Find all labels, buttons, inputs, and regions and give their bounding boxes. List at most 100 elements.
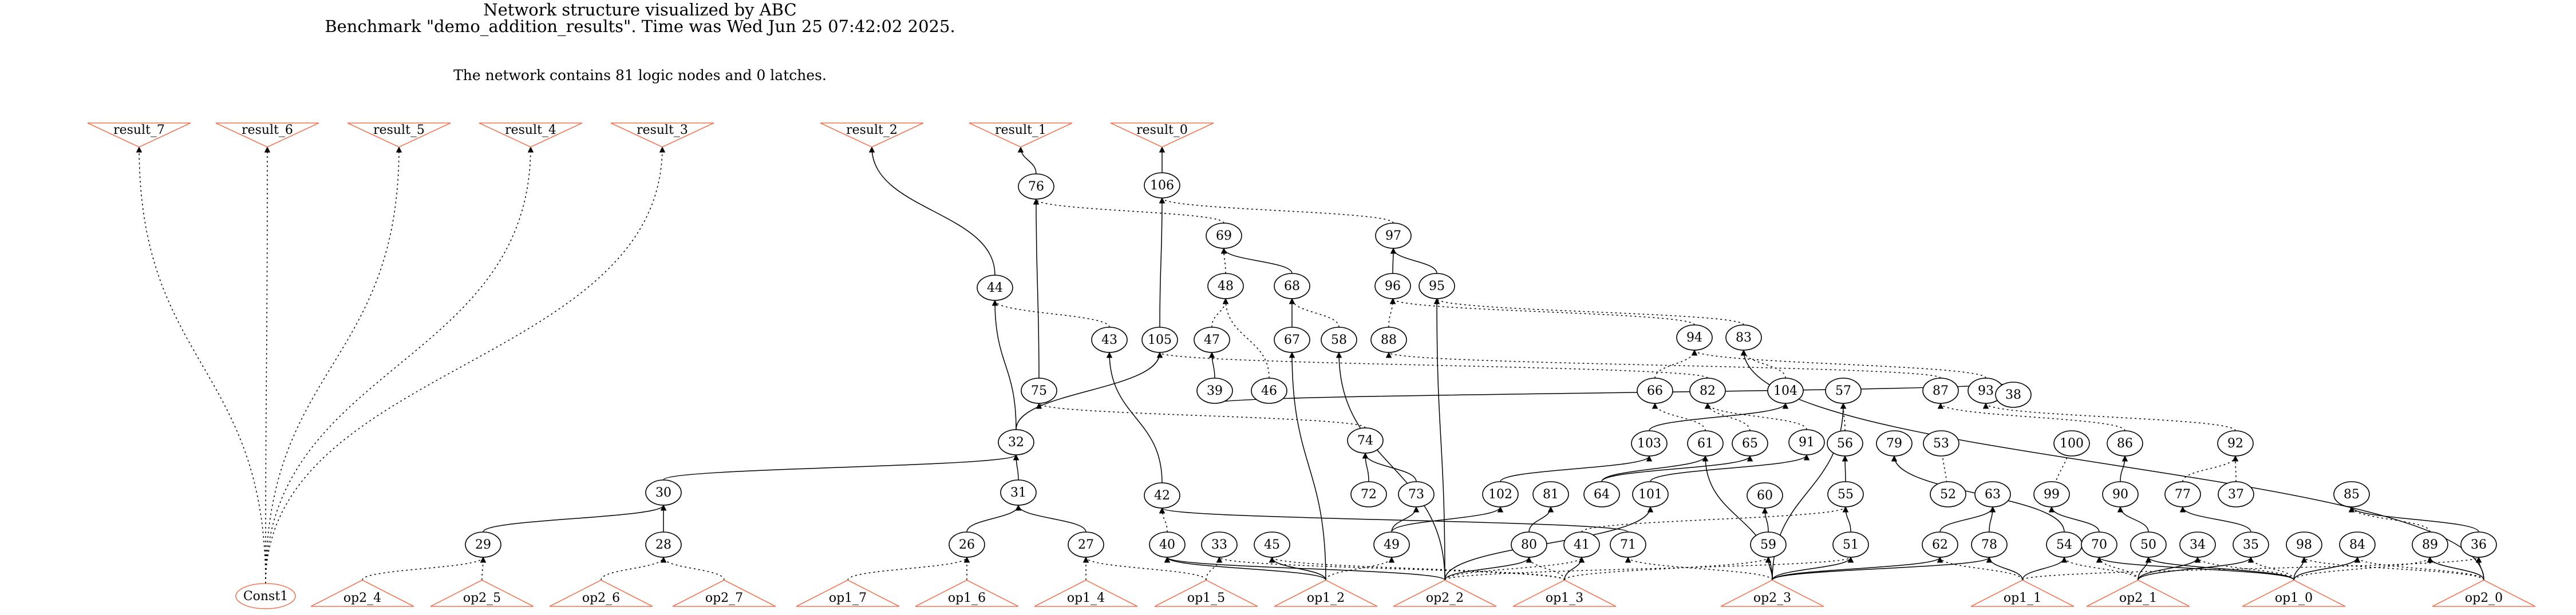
edge-op2_2-to-40 (1164, 556, 1445, 581)
node-label: 31 (1010, 486, 1026, 500)
output-result_3: result_3 (610, 122, 714, 148)
input-label: op1_4 (1067, 591, 1105, 605)
input-op1_4: op1_4 (1034, 580, 1138, 607)
node-29: 29 (465, 531, 501, 558)
node-93: 93 (1967, 378, 2004, 404)
node-label: 71 (1620, 538, 1636, 552)
edge-op2_3-to-71 (1625, 556, 1773, 581)
node-label: 32 (1008, 435, 1024, 450)
node-65: 65 (1732, 430, 1768, 457)
node-label: 69 (1216, 229, 1232, 243)
edge-48-to-69 (1220, 247, 1227, 274)
node-label: 83 (1736, 331, 1752, 345)
node-77: 77 (2164, 481, 2201, 507)
node-label: 70 (2091, 538, 2107, 552)
edge-Const1-to-result_3 (265, 146, 666, 584)
node-51: 51 (1832, 531, 1869, 558)
input-op1_3: op1_3 (1512, 580, 1617, 607)
node-label: 77 (2175, 487, 2191, 502)
node-61: 61 (1687, 430, 1724, 457)
edge-68-to-69 (1220, 247, 1293, 274)
input-op2_1: op2_1 (2086, 580, 2190, 607)
output-result_7: result_7 (87, 122, 191, 148)
edge-op2_1-to-50 (2138, 556, 2152, 581)
input-label: op2_0 (2465, 591, 2503, 605)
node-28: 28 (645, 531, 682, 558)
edge-37-to-92 (2232, 455, 2239, 482)
node-106: 106 (1144, 172, 1180, 199)
node-54: 54 (2046, 531, 2083, 558)
node-50: 50 (2130, 531, 2167, 558)
node-38: 38 (1995, 382, 2032, 408)
node-80: 80 (1511, 531, 1547, 558)
edge-35-to-77 (2179, 506, 2251, 533)
edge-36-to-85 (2348, 506, 2479, 533)
node-90: 90 (2102, 481, 2139, 507)
node-45: 45 (1254, 531, 1290, 558)
node-label: 84 (2349, 538, 2365, 552)
edge-26-to-31 (966, 504, 1022, 533)
edge-op1_3-to-59 (1564, 556, 1772, 581)
node-63: 63 (1974, 481, 2011, 507)
edge-82-to-105 (1157, 351, 1708, 379)
edge-46-to-48 (1222, 297, 1270, 379)
output-label: result_0 (1136, 123, 1188, 137)
node-60: 60 (1747, 482, 1783, 509)
input-label: op2_1 (2119, 591, 2157, 605)
node-label: 27 (1078, 538, 1094, 552)
input-label: op2_3 (1753, 591, 1791, 605)
edge-88-to-96 (1388, 297, 1396, 328)
edge-op2_7-to-28 (660, 556, 725, 581)
edge-44-to-result_2 (868, 146, 995, 276)
edge-op2_2-to-51 (1444, 556, 1854, 581)
node-label: 89 (2422, 538, 2438, 552)
node-47: 47 (1194, 327, 1230, 353)
node-95: 95 (1419, 273, 1455, 299)
node-49: 49 (1373, 531, 1410, 558)
node-label: 65 (1742, 437, 1758, 451)
edge-Const1-to-result_6 (264, 146, 271, 584)
node-label: 55 (1838, 487, 1854, 502)
edge-op2_1-to-35 (2138, 556, 2254, 581)
node-label: 33 (1211, 538, 1227, 552)
edge-layer (136, 146, 2484, 584)
node-label: 98 (2296, 538, 2312, 552)
node-62: 62 (1922, 531, 1958, 558)
node-label: 50 (2140, 538, 2156, 552)
node-103: 103 (1631, 430, 1668, 457)
input-op2_6: op2_6 (549, 580, 653, 607)
edge-51-to-55 (1842, 506, 1851, 533)
edge-29-to-30 (483, 504, 667, 533)
node-label: 48 (1218, 279, 1234, 293)
node-76: 76 (1018, 173, 1054, 200)
edge-87-to-88 (1386, 351, 1941, 379)
edge-32-to-44 (991, 299, 1017, 430)
node-74: 74 (1347, 427, 1384, 454)
input-label: op1_7 (829, 591, 867, 605)
output-result_4: result_4 (479, 122, 583, 148)
node-37: 37 (2218, 481, 2254, 507)
edge-47-to-48 (1211, 297, 1229, 328)
input-label: op2_6 (582, 591, 620, 605)
edge-op2_1-to-70 (2096, 556, 2139, 581)
node-66: 66 (1637, 378, 1673, 404)
edge-31-to-32 (1013, 454, 1020, 481)
node-42: 42 (1144, 482, 1180, 509)
input-label: op2_7 (705, 591, 743, 605)
node-label: 41 (1574, 538, 1590, 552)
input-op1_5: op1_5 (1154, 580, 1258, 607)
node-89: 89 (2412, 531, 2448, 558)
node-86: 86 (2107, 430, 2143, 457)
node-label: 54 (2056, 538, 2072, 552)
edge-op1_1-to-62 (1937, 556, 2023, 581)
edge-op1_2-to-49 (1325, 556, 1395, 581)
node-label: 56 (1837, 437, 1853, 451)
node-label: 45 (1264, 538, 1280, 552)
edge-op2_1-to-54 (2061, 556, 2139, 581)
edge-80-to-81 (1528, 506, 1554, 533)
input-label: op2_4 (343, 591, 381, 605)
network-summary: The network contains 81 logic nodes and … (453, 67, 827, 84)
node-label: 43 (1101, 333, 1117, 347)
edge-op1_0-to-35 (2247, 556, 2294, 581)
